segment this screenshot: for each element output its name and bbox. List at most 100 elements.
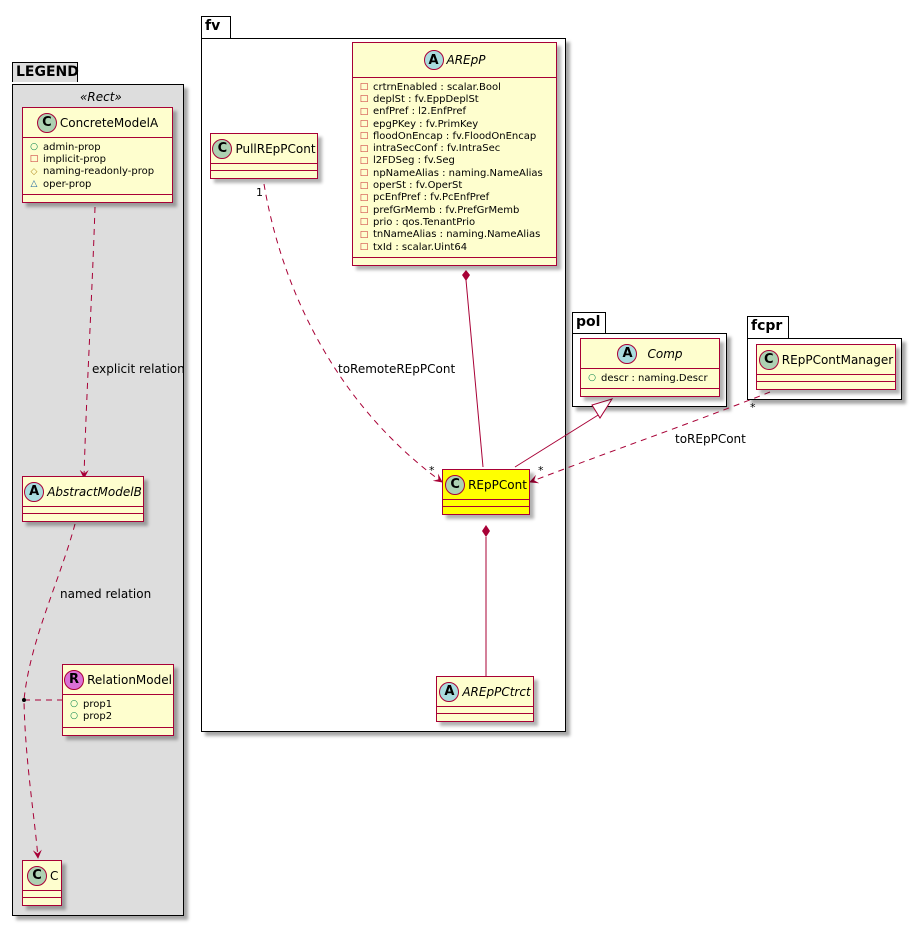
concrete-model-a-class[interactable]: C ConcreteModelA ○admin-prop □implicit-p… [22, 107, 173, 204]
methods [757, 382, 895, 389]
attribute: □ deplSt : fv.EppDeplSt [359, 93, 556, 105]
attribute-text: prio : qos.TenantPrio [373, 216, 476, 228]
private-icon: □ [359, 82, 369, 93]
arepp-composition-diamond [462, 270, 470, 281]
private-icon: □ [359, 168, 369, 179]
abstract-model-b-class[interactable]: A AbstractModelB [22, 476, 144, 522]
attribute: □l2FDSeg : fv.Seg [359, 155, 556, 167]
class-name: PullREpPCont [235, 141, 316, 156]
attribute-text: naming-readonly-prop [43, 166, 155, 178]
attributes: □ crtrnEnabled : scalar.Bool □ deplSt : fv.… [353, 78, 556, 259]
class-name: RelationModel [87, 672, 172, 687]
package-visibility-icon: △ [30, 179, 38, 190]
abstract-model-b-header: A AbstractModelB [23, 477, 143, 507]
attributes [23, 891, 61, 898]
attribute-text: pcEnfPref : fv.PcEnfPref [373, 192, 490, 204]
comp-class[interactable]: A Comp ○ descr : naming.Descr [580, 338, 720, 398]
c-header: C C [23, 861, 61, 891]
private-icon: □ [359, 205, 369, 216]
attributes: ○ descr : naming.Descr [581, 369, 719, 390]
class-name: Comp [647, 346, 683, 361]
methods [23, 514, 143, 521]
public-icon: ○ [70, 699, 78, 710]
arepp-ctrct-class[interactable]: A AREpPCtrct [436, 676, 534, 722]
c-class[interactable]: C C [22, 860, 62, 906]
source-multiplicity: 1 [256, 186, 263, 199]
attribute-text: oper-prop [43, 178, 92, 190]
attribute: ○ descr : naming.Descr [587, 372, 719, 384]
private-icon: □ [359, 94, 369, 105]
attributes [757, 375, 895, 382]
attribute-text: floodOnEncap : fv.FloodOnEncap [373, 130, 537, 142]
arepp-composition-edge [465, 279, 484, 468]
relation-model-header: R RelationModel [63, 665, 173, 695]
fcpr-package-tab: fcpr [747, 316, 789, 338]
attribute-text: deplSt : fv.EppDeplSt [373, 93, 479, 105]
repp-cont-header: C REpPCont [443, 470, 529, 500]
attribute: □prefGrMemb : fv.PrefGrMemb [359, 204, 556, 216]
private-icon: □ [359, 106, 369, 117]
attribute-text: descr : naming.Descr [601, 372, 708, 384]
pol-package-name: pol [576, 314, 601, 330]
attribute: ○prop1 [69, 698, 173, 710]
class-name: C [50, 868, 59, 883]
legend-package-name: LEGEND [16, 64, 79, 80]
class-icon: C [27, 865, 47, 886]
attribute: △ oper-prop [29, 178, 172, 190]
abstract-class-icon: A [439, 681, 460, 702]
methods [63, 728, 173, 735]
private-icon: □ [359, 131, 369, 142]
to-repp-cont-label: toREpPCont [675, 432, 746, 446]
pull-repp-cont-header: C PullREpPCont [211, 134, 317, 164]
arepp-header: A AREpP [353, 43, 556, 78]
attributes [443, 500, 529, 507]
attribute-text: intraSecConf : fv.IntraSec [373, 143, 501, 155]
legend-stereotype: «Rect» [80, 90, 122, 104]
attribute: □tnNameAlias : naming.NameAlias [359, 229, 556, 241]
repp-cont-class[interactable]: C REpPCont [442, 469, 530, 515]
attribute: □txId : scalar.Uint64 [359, 241, 556, 253]
fcpr-package-name: fcpr [751, 318, 783, 334]
abstract-class-icon: A [24, 481, 45, 502]
public-icon: ○ [30, 142, 38, 153]
attribute: □npNameAlias : naming.NameAlias [359, 167, 556, 179]
attribute-text: tnNameAlias : naming.NameAlias [373, 229, 541, 241]
class-icon: C [445, 474, 466, 495]
pull-repp-cont-class[interactable]: C PullREpPCont [210, 133, 318, 179]
private-icon: □ [359, 192, 369, 203]
attribute: ◇naming-readonly-prop [29, 166, 172, 178]
fv-package-name: fv [205, 18, 221, 34]
relation-model-class[interactable]: R RelationModel ○prop1 ○ prop2 [62, 664, 174, 736]
methods [211, 171, 317, 178]
methods [437, 714, 533, 721]
attribute-text: l2FDSeg : fv.Seg [373, 155, 455, 167]
explicit-relation-edge [79, 206, 96, 479]
arepp-class[interactable]: A AREpP □ crtrnEnabled : scalar.Bool □ depl… [352, 42, 557, 267]
attributes [23, 507, 143, 514]
named-relation-edge [23, 523, 76, 859]
class-icon: C [36, 112, 57, 133]
attribute-text: crtrnEnabled : scalar.Bool [373, 81, 501, 93]
arepp-ctrct-header: A AREpPCtrct [437, 677, 533, 707]
class-icon: C [212, 138, 233, 159]
attribute: □ crtrnEnabled : scalar.Bool [359, 81, 556, 93]
repp-cont-manager-class[interactable]: C REpPContManager [756, 344, 896, 390]
association-dot [22, 698, 26, 702]
attribute: □prio : qos.TenantPrio [359, 216, 556, 228]
attribute: □implicit-prop [29, 153, 172, 165]
explicit-relation-label: explicit relation [92, 362, 185, 376]
attribute-text: epgPKey : fv.PrimKey [373, 118, 479, 130]
abstract-class-icon: A [617, 343, 638, 364]
public-icon: ○ [588, 373, 596, 384]
concrete-model-a-header: C ConcreteModelA [23, 108, 172, 138]
methods [581, 389, 719, 396]
attribute: □intraSecConf : fv.IntraSec [359, 142, 556, 154]
attribute-text: prop2 [83, 710, 113, 722]
source-multiplicity: * [750, 401, 756, 414]
class-name: REpPCont [468, 477, 527, 492]
relation-class-icon: R [64, 669, 85, 690]
pol-package-tab: pol [572, 312, 606, 334]
class-name: ConcreteModelA [59, 115, 159, 130]
attribute-text: txId : scalar.Uint64 [373, 241, 468, 253]
